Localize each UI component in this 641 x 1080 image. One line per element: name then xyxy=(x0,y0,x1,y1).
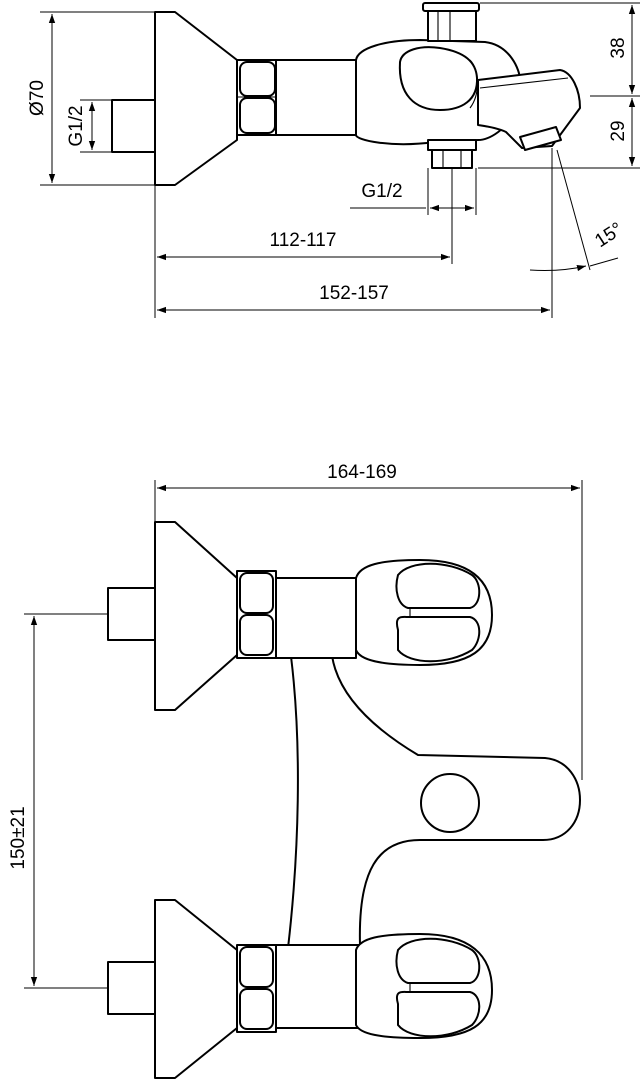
top-upper-hex-nut xyxy=(236,570,277,659)
side-handle-grip xyxy=(398,46,479,111)
dim-inlet-thread-label: G1/2 xyxy=(66,105,87,146)
dim-outlet-thread-label: G1/2 xyxy=(361,181,402,202)
dim-overall-width-label: 164-169 xyxy=(327,462,397,483)
dim-center-distance-label: 150±21 xyxy=(8,806,29,869)
top-view: 164-169 150±21 xyxy=(8,462,583,1079)
dim-flange-diameter-label: Ø70 xyxy=(27,80,48,116)
side-spout-aerator xyxy=(519,126,562,151)
side-connector-body xyxy=(275,59,357,136)
top-lower-connector xyxy=(275,944,361,1029)
dim-spout-angle-label: 15° xyxy=(591,219,627,252)
side-hex-nut xyxy=(236,59,277,136)
top-upper-inlet-pipe xyxy=(107,587,156,641)
dim-outlet-projection-label: 112-117 xyxy=(270,230,337,251)
dim-spout-height-label: 29 xyxy=(608,120,629,141)
dim-spout-projection-label: 152-157 xyxy=(319,283,389,304)
side-view: Ø70 G1/2 38 29 G1/2 112-117 152-157 xyxy=(27,2,640,318)
side-outlet-connector xyxy=(427,139,477,169)
side-inlet-pipe xyxy=(111,99,156,153)
dim-diverter-height-label: 38 xyxy=(608,37,629,58)
top-lower-hex-nut xyxy=(236,944,277,1033)
top-upper-connector xyxy=(275,577,357,659)
top-upper-handle xyxy=(355,559,493,666)
dim-spout-angle-arc xyxy=(529,264,587,272)
top-diverter-cap xyxy=(420,773,480,833)
top-lower-handle xyxy=(355,933,493,1039)
top-lower-inlet-pipe xyxy=(107,961,156,1015)
side-wall-flange xyxy=(154,11,238,186)
top-upper-wall-flange xyxy=(154,521,238,711)
side-diverter-knob xyxy=(422,2,480,42)
top-lower-wall-flange xyxy=(154,899,238,1079)
